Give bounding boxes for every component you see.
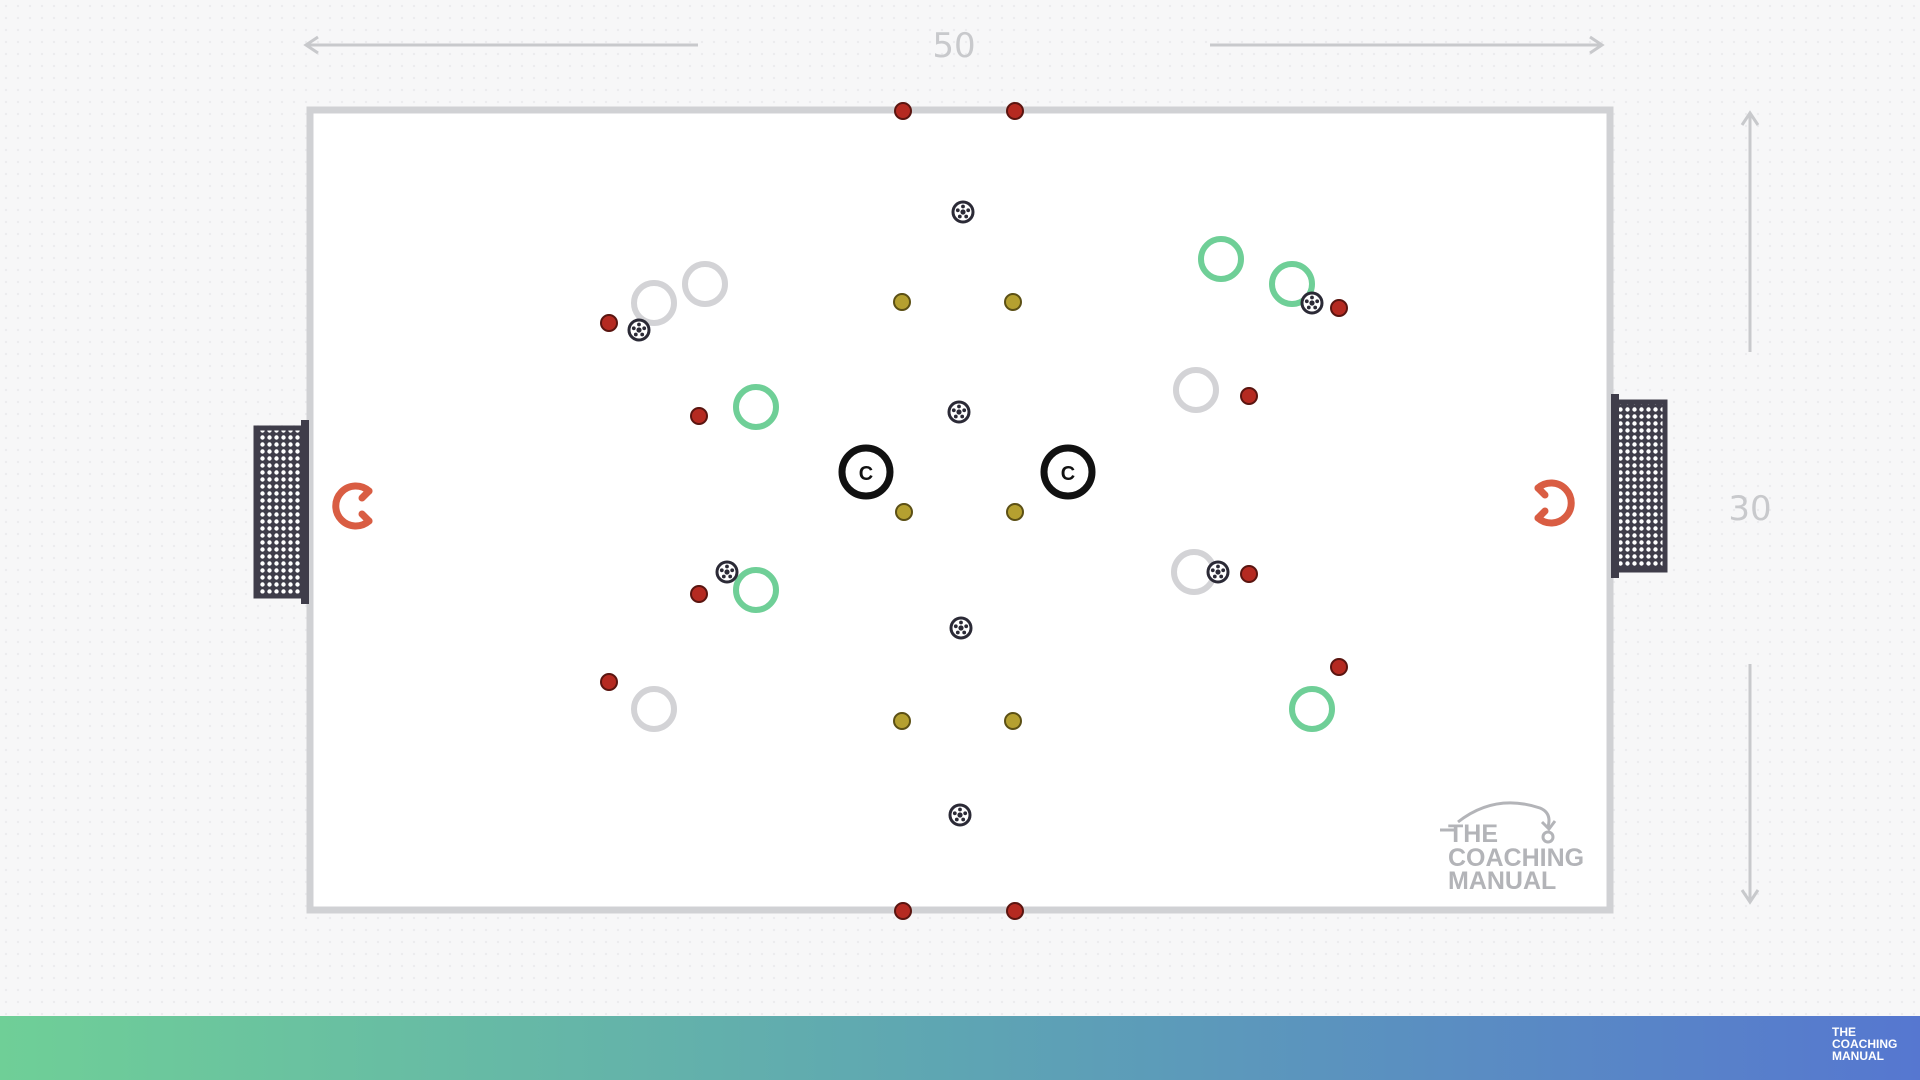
cone-icon (600, 673, 618, 691)
cone-icon (1004, 293, 1022, 311)
cone-icon (1004, 712, 1022, 730)
coach-icon: C (1040, 444, 1096, 500)
right-goal-net-icon (1611, 394, 1668, 578)
height-dimension (1740, 110, 1760, 905)
logo-line-2: COACHING (1448, 844, 1584, 872)
coach-label: C (1061, 463, 1075, 485)
height-label: 30 (1728, 489, 1771, 529)
soccer-ball-icon (947, 400, 971, 424)
soccer-ball-icon (627, 318, 651, 342)
cone-icon (893, 712, 911, 730)
coach-label: C (859, 463, 873, 485)
soccer-ball-icon (951, 200, 975, 224)
coaching-manual-logo: THE COACHING MANUAL (1440, 801, 1584, 895)
pitch (306, 106, 1614, 914)
cone-icon (1330, 658, 1348, 676)
cone-icon (690, 585, 708, 603)
soccer-ball-icon (1300, 291, 1324, 315)
cone-icon (1240, 387, 1258, 405)
player-ring-icon (682, 261, 728, 307)
player-ring-icon (631, 280, 677, 326)
coach-icon: C (838, 444, 894, 500)
footer-logo-line-1: THE (1832, 1025, 1856, 1039)
cone-icon (600, 314, 618, 332)
footer-logo-line-3: MANUAL (1832, 1049, 1884, 1063)
logo-line-1: THE (1448, 820, 1498, 848)
width-label: 50 (932, 26, 975, 66)
player-ring-icon (733, 567, 779, 613)
cone-icon (894, 902, 912, 920)
player-ring-icon (1269, 261, 1315, 307)
cone-icon (894, 102, 912, 120)
soccer-ball-icon (948, 803, 972, 827)
player-ring-icon (631, 686, 677, 732)
player-ring-icon (1198, 236, 1244, 282)
yellow-cones (893, 293, 1024, 730)
red-cones (600, 102, 1348, 920)
cone-icon (895, 503, 913, 521)
cone-icon (1330, 299, 1348, 317)
cone-icon (1240, 565, 1258, 583)
soccer-ball-icon (1206, 560, 1230, 584)
soccer-ball-icon (715, 560, 739, 584)
player-ring-icon (733, 384, 779, 430)
footer-logo: THE COACHING MANUAL (1832, 1026, 1908, 1074)
footer-logo-line-2: COACHING (1832, 1037, 1898, 1051)
right-goalkeeper-icon (1534, 479, 1575, 527)
cone-icon (1006, 902, 1024, 920)
cone-icon (1006, 102, 1024, 120)
footer-bar: THE COACHING MANUAL (0, 1016, 1920, 1080)
logo-line-3: MANUAL (1448, 867, 1556, 895)
player-ring-icon (1173, 367, 1219, 413)
soccer-ball-icon (949, 616, 973, 640)
cone-icon (893, 293, 911, 311)
green-players (733, 236, 1335, 732)
drill-diagram: 50 30 (253, 26, 1772, 920)
cone-icon (1006, 503, 1024, 521)
player-ring-icon (1289, 686, 1335, 732)
cone-icon (690, 407, 708, 425)
left-goalkeeper-icon (332, 482, 373, 530)
width-dimension (303, 35, 1605, 55)
left-goal-net-icon (253, 420, 309, 604)
